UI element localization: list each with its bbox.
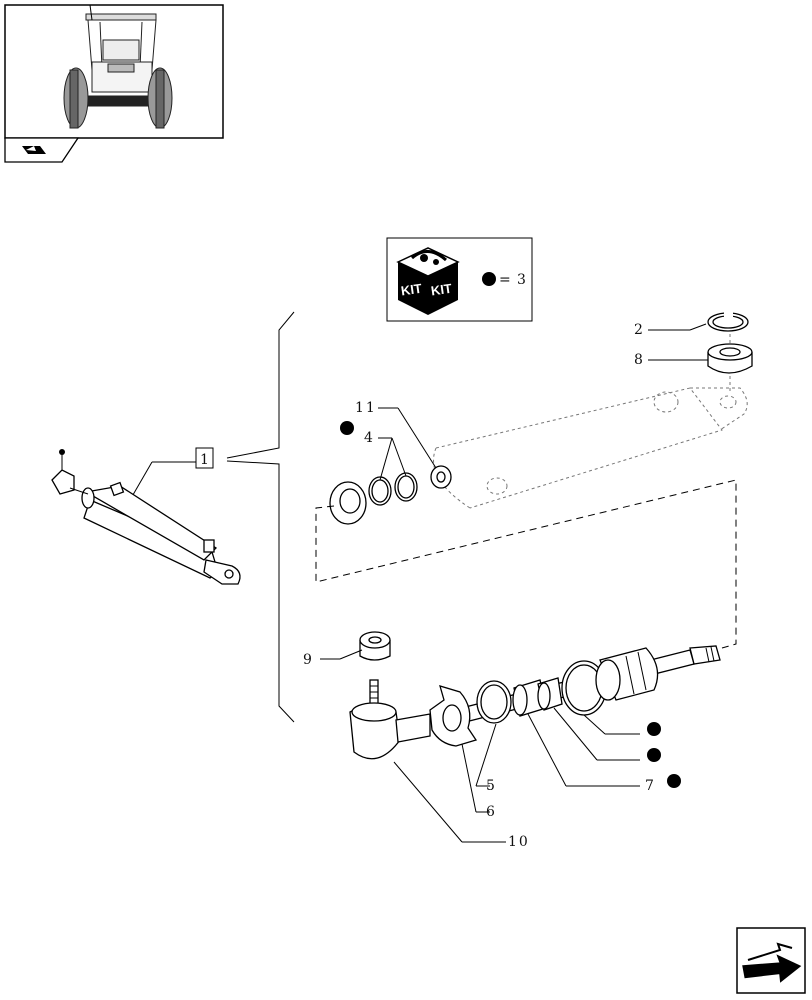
part-11-seal[interactable] [430,465,452,489]
kit-dot-marker [482,272,496,286]
label-6: 6 [486,804,497,820]
part-8-bush[interactable] [707,343,753,374]
group-ref-box[interactable]: 1 [195,447,214,469]
label-5: 5 [486,778,497,794]
tractor-thumbnail[interactable] [4,4,224,139]
part-4-seal-rings[interactable] [329,472,418,525]
kit-marker-guide [647,748,661,762]
steering-cylinder-assembly[interactable] [51,449,241,585]
part-10-tie-rod-end[interactable] [349,679,431,760]
label-4: 4 [364,430,375,446]
part-9-nut[interactable] [359,631,391,661]
part-guide-bushing[interactable] [512,677,563,717]
part-6-lock-washer[interactable] [429,685,478,747]
group-bracket [129,311,295,723]
kit-box-icon: KIT KIT [396,247,460,315]
section-tab[interactable] [4,137,80,163]
label-9: 9 [303,652,314,668]
kit-label-left: KIT [400,281,423,299]
kit-marker-4 [340,421,354,435]
kit-label-right: KIT [430,281,453,299]
kit-marker-7 [667,774,681,788]
part-piston[interactable] [595,647,659,701]
label-10: 10 [508,834,530,850]
label-2: 2 [634,322,645,338]
part-5-snap-ring[interactable] [476,680,512,724]
kit-legend: KIT KIT = 3 [386,237,533,322]
kit-legend-equals: = [499,272,513,288]
next-page-arrow-icon[interactable] [736,927,806,994]
cylinder-barrel-ghost [433,328,748,509]
label-7: 7 [645,778,656,794]
group-ref-label: 1 [200,452,211,468]
kit-marker-o-ring [647,722,661,736]
part-2-circlip[interactable] [707,311,749,332]
section-flag-icon [22,146,46,154]
exploded-connector [315,479,737,649]
leader-lines [320,323,708,843]
kit-legend-count: 3 [517,272,528,288]
label-8: 8 [634,352,645,368]
label-11: 11 [355,400,377,416]
